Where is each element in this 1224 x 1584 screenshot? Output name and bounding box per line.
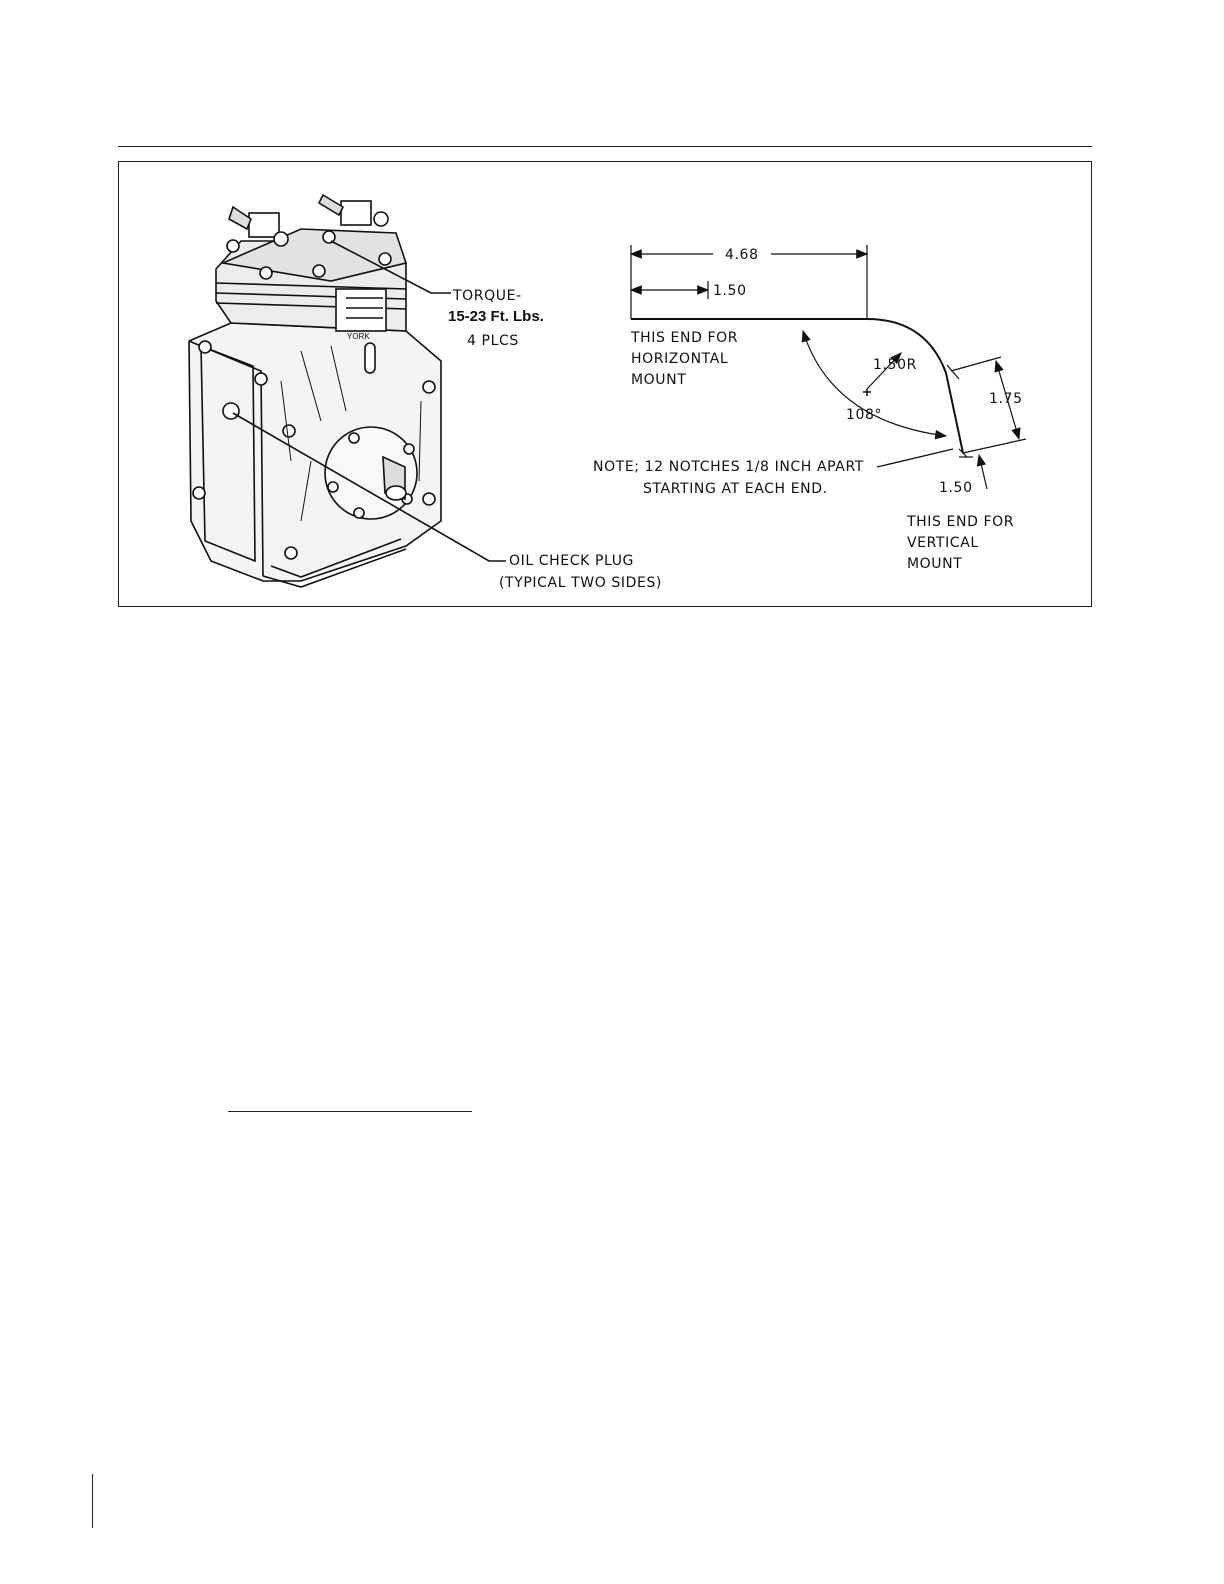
figure-frame: YORK — [118, 161, 1092, 607]
horizontal-mount-line1: THIS END FOR — [630, 330, 738, 346]
vertical-mount-line1: THIS END FOR — [906, 514, 1014, 530]
vertical-mount-line2: VERTICAL — [907, 535, 979, 551]
bend-angle: 108° — [846, 407, 882, 423]
nameplate-brand: YORK — [347, 332, 370, 341]
bend-radius: 1.50R — [873, 357, 917, 373]
dim-overall-length: 4.68 — [725, 247, 759, 263]
oil-plug-note: (TYPICAL TWO SIDES) — [499, 575, 662, 591]
torque-places: 4 PLCS — [467, 333, 519, 349]
header-rule — [118, 146, 1092, 147]
dim-vertical-end: 1.50 — [939, 480, 973, 496]
vertical-mount-line3: MOUNT — [907, 556, 962, 572]
horizontal-mount-line2: HORIZONTAL — [631, 351, 728, 367]
torque-value: 15-23 Ft. Lbs. — [448, 308, 544, 325]
notch-note-line1: NOTE; 12 NOTCHES 1/8 INCH APART — [593, 459, 864, 475]
compressor-illustration: YORK — [189, 195, 441, 587]
notch-note-line2: STARTING AT EACH END. — [643, 481, 828, 497]
margin-bar — [92, 1474, 93, 1528]
torque-label: TORQUE- — [452, 288, 522, 304]
figure-canvas: YORK — [119, 162, 1091, 606]
dim-vertical-leg: 1.75 — [989, 391, 1023, 407]
footnote-rule — [228, 1111, 472, 1112]
oil-plug-label: OIL CHECK PLUG — [509, 553, 634, 569]
horizontal-mount-line3: MOUNT — [631, 372, 686, 388]
dim-horizontal-end: 1.50 — [713, 283, 747, 299]
bracket-drawing: 4.68 1.50 THIS END FOR HORIZONTAL MOUNT … — [593, 245, 1026, 572]
